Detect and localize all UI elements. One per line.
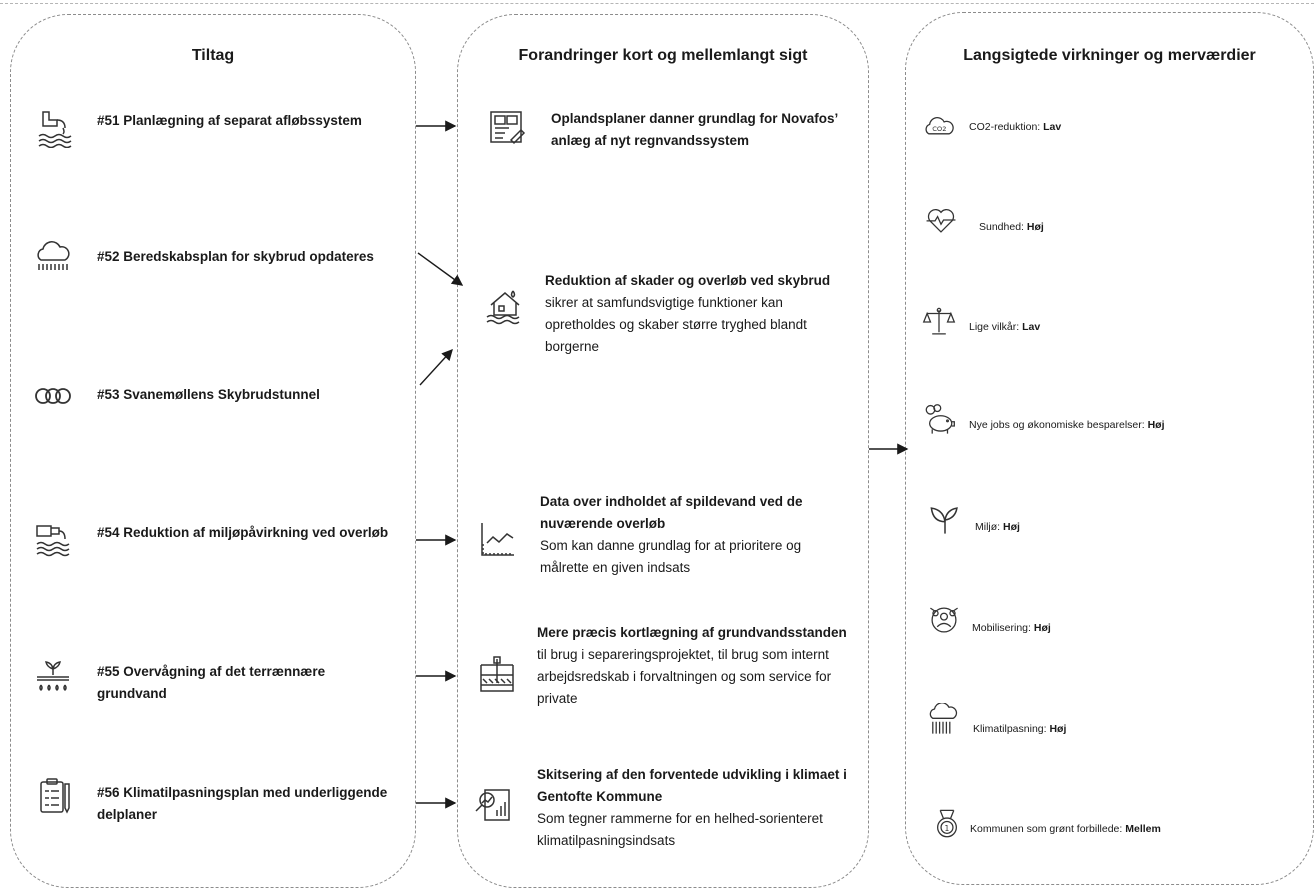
change-1-title: Oplandsplaner danner grundlag for Novafo… [551,111,838,148]
action-51: #51 Planlægning af separat afløbssystem [97,113,362,128]
groundwater-plant-icon [33,657,73,697]
action-56: #56 Klimatilpasningsplan med underliggen… [97,785,388,822]
effect-health: Sundhed: Høj [979,221,1044,233]
change-5: Skitsering af den forventede udvikling i… [537,764,847,852]
medal-icon: 1 [930,807,964,841]
change-1: Oplandsplaner danner grundlag for Novafo… [551,108,841,152]
rain-cloud-icon [33,238,73,278]
report-analysis-icon [473,784,513,824]
co2-cloud-icon: CO2 [922,110,956,144]
effects-column: Langsigtede virkninger og merværdier [905,12,1314,885]
community-icon [927,603,961,637]
effect-mobilization: Mobilisering: Høj [972,622,1051,634]
scales-icon [922,305,956,339]
change-2-title: Reduktion af skader og overløb ved skybr… [545,273,831,288]
soil-layers-icon [477,655,517,695]
heartbeat-icon [924,203,958,237]
svg-text:CO2: CO2 [932,125,946,133]
changes-column-title: Forandringer kort og mellemlangt sigt [518,47,808,64]
effect-green-role-model: Kommunen som grønt forbillede: Mellem [970,823,1161,835]
effect-jobs-savings: Nye jobs og økonomiske besparelser: Høj [969,419,1165,431]
effect-co2: CO2-reduktion: Lav [969,121,1062,133]
line-graph-icon [478,519,518,559]
checklist-plan-icon [37,776,77,816]
svg-text:1: 1 [944,824,949,833]
change-4-description: til brug i separeringsprojektet, til bru… [537,647,832,706]
change-2-description: sikrer at samfundsvigtige funktioner kan… [545,295,807,354]
action-53: #53 Svanemøllens Skybrudstunnel [97,387,320,402]
overflow-pipe-icon [33,518,73,558]
action-54: #54 Reduktion af miljøpåvirkning ved ove… [97,525,389,540]
effects-column-title: Langsigtede virkninger og merværdier [963,47,1256,64]
effect-climate-adaptation: Klimatilpasning: Høj [973,723,1067,735]
actions-column-title: Tiltag [191,47,235,64]
heavy-rain-icon [926,703,960,737]
change-3-title: Data over indholdet af spildevand ved de… [540,494,803,531]
blueprint-icon [487,108,527,148]
change-3: Data over indholdet af spildevand ved de… [540,491,845,579]
arrow-52 [417,252,464,286]
effect-environment: Miljø: Høj [975,521,1020,533]
change-2: Reduktion af skader og overløb ved skybr… [545,270,845,358]
drain-pipe-icon [37,108,77,148]
action-55: #55 Overvågning af det terrænnære grundv… [97,664,326,701]
top-divider [0,3,1314,4]
change-3-description: Som kan danne grundlag for at prioritere… [540,538,802,575]
arrow-53 [419,348,453,386]
change-5-description: Som tegner rammerne for en helhed-sorien… [537,811,823,848]
sprout-icon [928,503,962,537]
change-4-title: Mere præcis kortlægning af grundvandssta… [537,625,847,640]
piggy-bank-icon [922,403,956,437]
change-5-title: Skitsering af den forventede udvikling i… [537,767,847,804]
flooded-house-icon [485,287,525,327]
tunnel-pipes-icon [33,376,73,416]
change-4: Mere præcis kortlægning af grundvandssta… [537,622,847,710]
effect-equal-opportunity: Lige vilkår: Lav [969,321,1041,333]
action-52: #52 Beredskabsplan for skybrud opdateres [97,249,374,264]
